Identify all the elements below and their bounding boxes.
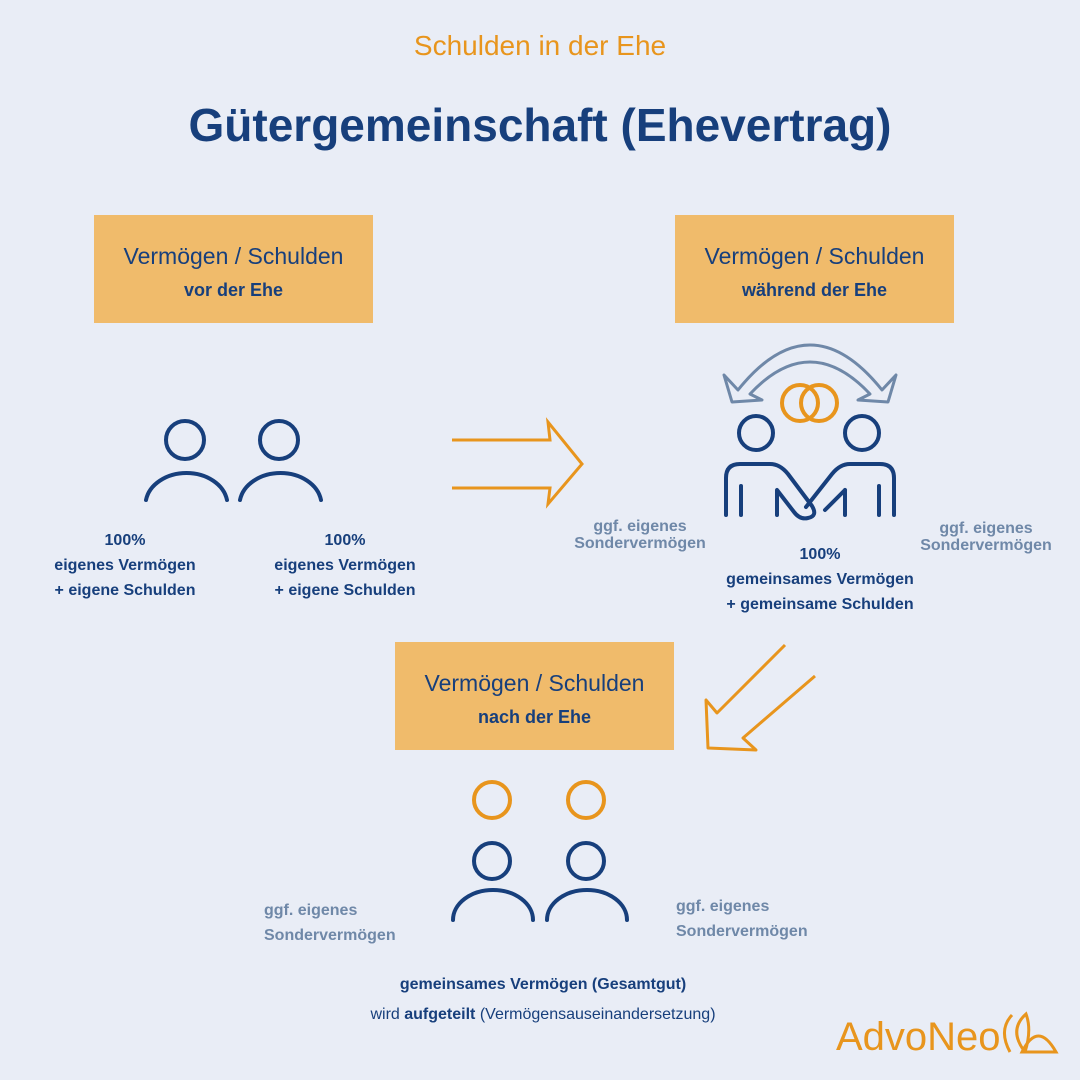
- person-pair-after-icon: [451, 841, 629, 922]
- text-line: ggf. eigenes: [593, 518, 687, 535]
- box-after-marriage: Vermögen / Schulden nach der Ehe: [395, 642, 674, 750]
- couple-holding-hands-icon: [724, 414, 896, 521]
- before-left-text: 100% eigenes Vermögen + eigene Schulden: [25, 528, 225, 603]
- text-line: eigenes Vermögen: [274, 557, 416, 574]
- page-title: Gütergemeinschaft (Ehevertrag): [188, 99, 892, 151]
- text-line: Sondervermögen: [574, 535, 706, 552]
- during-side-right: ggf. eigenes Sondervermögen: [906, 520, 1066, 554]
- text-line: ggf. eigenes: [676, 898, 770, 915]
- text-line: eigenes Vermögen: [54, 557, 196, 574]
- percentage: 100%: [799, 546, 841, 563]
- during-text: 100% gemeinsames Vermögen + gemeinsame S…: [700, 542, 940, 617]
- text-line: + eigene Schulden: [54, 582, 196, 599]
- text-line: + gemeinsame Schulden: [726, 596, 914, 613]
- wedding-rings-icon: [780, 383, 839, 423]
- after-text: gemeinsames Vermögen (Gesamtgut) wird au…: [243, 970, 843, 1030]
- arrow-down-left-icon: [704, 643, 816, 752]
- exchange-arrow-icon: [722, 343, 898, 404]
- box-during-marriage: Vermögen / Schulden während der Ehe: [675, 215, 954, 323]
- text-line: gemeinsames Vermögen: [726, 571, 914, 588]
- text-line: Sondervermögen: [920, 537, 1052, 554]
- percentage: 100%: [104, 532, 146, 549]
- person-pair-before-icon: [144, 419, 323, 502]
- subtitle: Schulden in der Ehe: [413, 30, 667, 61]
- arrow-right-icon: [452, 417, 584, 509]
- text-line: wird aufgeteilt (Vermögensauseinanderset…: [243, 1000, 843, 1030]
- box-title: Vermögen / Schulden: [123, 243, 344, 269]
- box-title: Vermögen / Schulden: [424, 670, 645, 696]
- text-line: Sondervermögen: [264, 927, 396, 944]
- logo-text: AdvoNeo: [836, 1015, 1001, 1059]
- text-emphasis: aufgeteilt: [404, 1006, 476, 1023]
- text-line: Sondervermögen: [676, 923, 808, 940]
- box-subtitle: vor der Ehe: [183, 280, 284, 300]
- box-subtitle: nach der Ehe: [477, 707, 592, 727]
- logo-icon: [1003, 1011, 1059, 1054]
- after-side-right: ggf. eigenes Sondervermögen: [676, 894, 808, 944]
- percentage: 100%: [324, 532, 366, 549]
- box-title: Vermögen / Schulden: [704, 243, 925, 269]
- text-line: gemeinsames Vermögen (Gesamtgut): [399, 976, 687, 993]
- box-before-marriage: Vermögen / Schulden vor der Ehe: [94, 215, 373, 323]
- before-right-text: 100% eigenes Vermögen + eigene Schulden: [245, 528, 445, 603]
- text-part: (Vermögensauseinandersetzung): [475, 1006, 716, 1023]
- text-line: ggf. eigenes: [939, 520, 1033, 537]
- text-line: + eigene Schulden: [274, 582, 416, 599]
- during-side-left: ggf. eigenes Sondervermögen: [560, 518, 720, 552]
- text-line: ggf. eigenes: [264, 902, 358, 919]
- after-side-left: ggf. eigenes Sondervermögen: [264, 898, 396, 948]
- box-subtitle: während der Ehe: [741, 280, 888, 300]
- text-part: wird: [370, 1006, 405, 1023]
- rings-separated-icon: [472, 780, 606, 820]
